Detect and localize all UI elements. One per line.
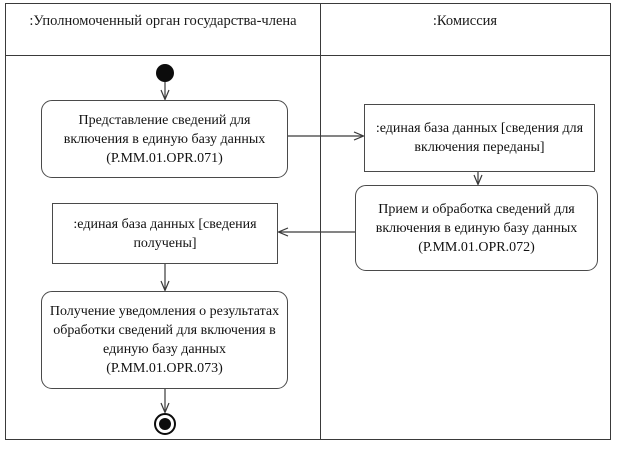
activity-node-opr-072-label: Прием и обработка сведений для включения…	[375, 201, 578, 255]
activity-node-opr-071-label: Представление сведений для включения в е…	[63, 112, 266, 166]
swimlane-frame	[5, 3, 611, 440]
swimlane-title-authorized-body: :Уполномоченный орган государства-члена	[29, 13, 297, 29]
activity-node-opr-073-label: Получение уведомления о результатах обра…	[49, 304, 280, 376]
swimlane-divider	[320, 3, 321, 440]
object-node-data-received-label: :единая база данных [сведения получены]	[73, 216, 257, 251]
object-node-data-transferred-label: :единая база данных [сведения для включе…	[375, 121, 584, 155]
activity-node-opr-071[interactable]: Представление сведений для включения в е…	[41, 100, 288, 178]
swimlane-title-commission: :Комиссия	[432, 13, 498, 29]
swimlane-header-divider	[5, 55, 611, 56]
initial-node	[156, 64, 174, 82]
activity-node-opr-073[interactable]: Получение уведомления о результатах обра…	[41, 291, 288, 389]
final-node-core	[159, 418, 171, 430]
object-node-data-transferred[interactable]: :единая база данных [сведения для включе…	[364, 104, 595, 172]
activity-node-opr-072[interactable]: Прием и обработка сведений для включения…	[355, 185, 598, 271]
final-node	[154, 413, 176, 435]
object-node-data-received[interactable]: :единая база данных [сведения получены]	[52, 203, 278, 264]
